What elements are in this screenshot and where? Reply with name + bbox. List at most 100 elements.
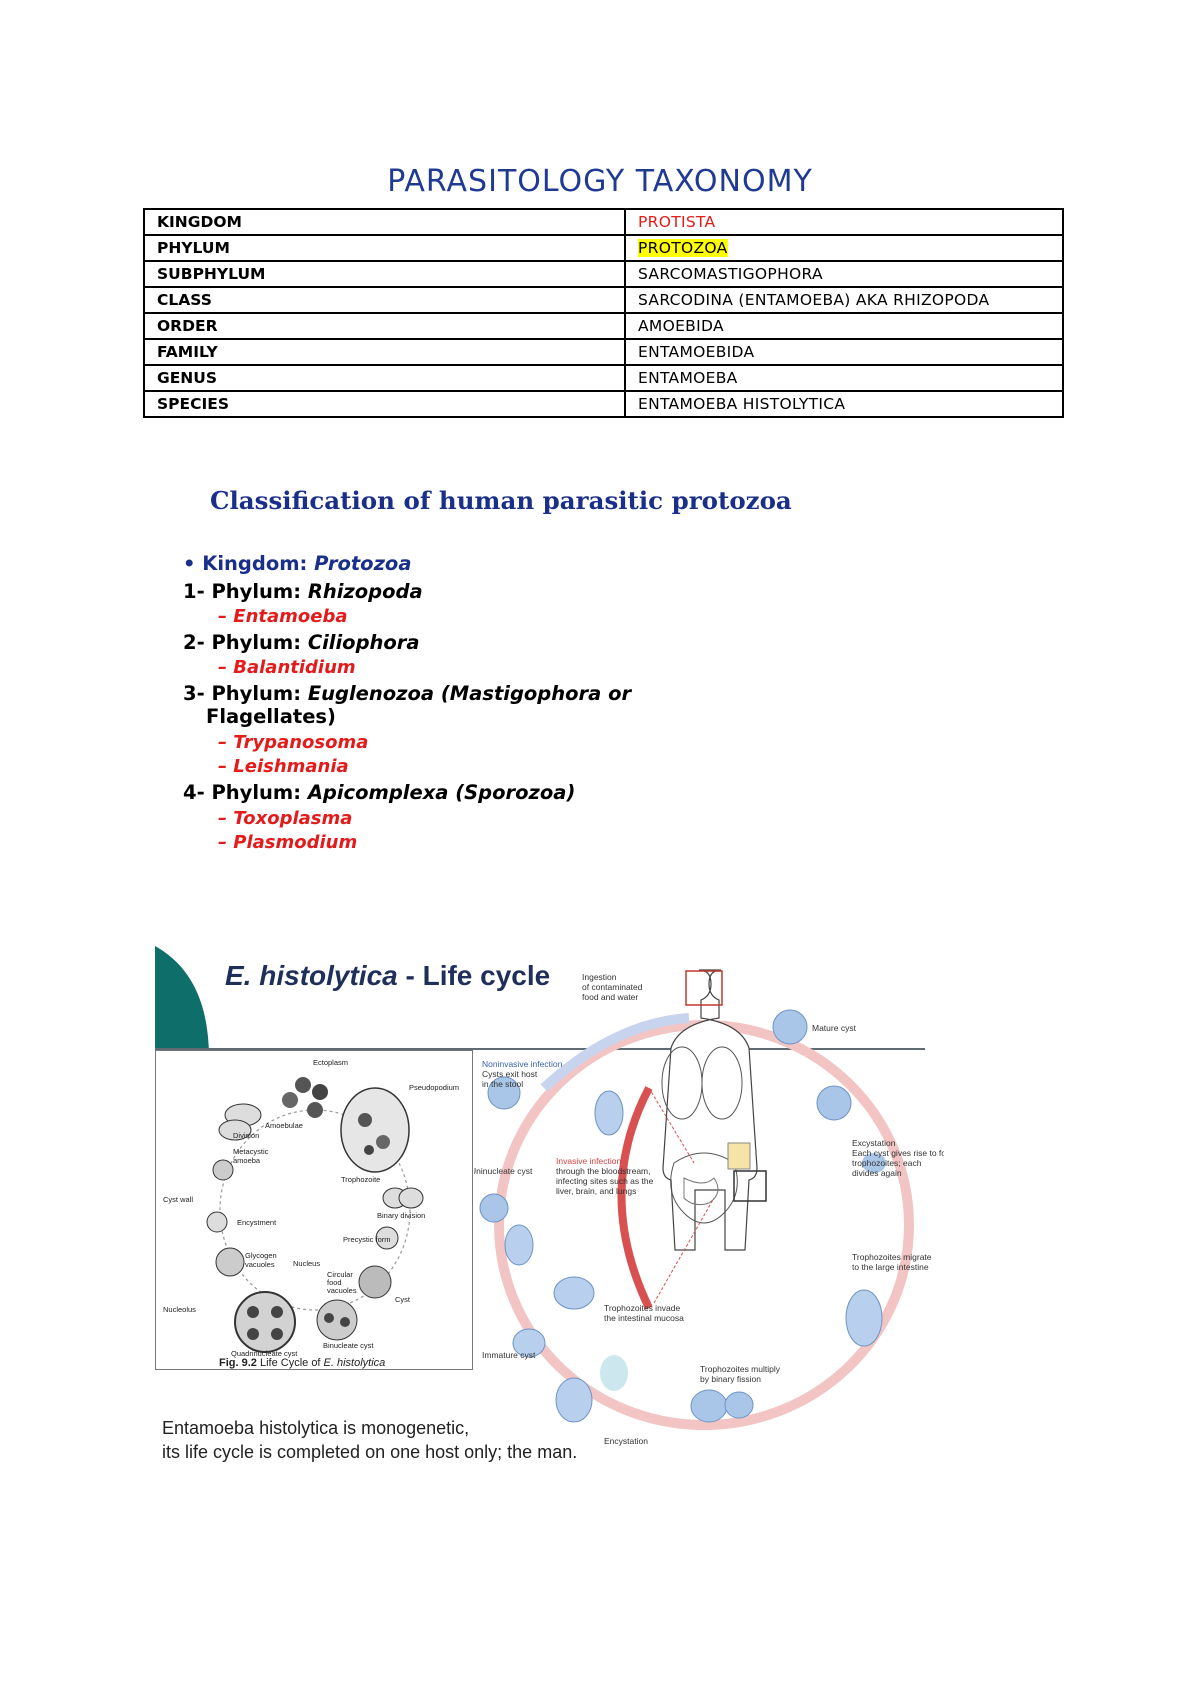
phylum-line-3: 3- Phylum: Euglenozoa (Mastigophora or xyxy=(183,682,631,706)
label-quadrinucleate-cyst: Quadrinucleate cyst xyxy=(231,1349,298,1358)
phylum-line-2: 2- Phylum: Ciliophora xyxy=(183,631,420,655)
label-trophozoite: Trophozoite xyxy=(341,1175,380,1184)
label-circular-2: food xyxy=(327,1278,342,1287)
label-trophozoites-invade-2: the intestinal mucosa xyxy=(604,1313,684,1323)
label-ectoplasm: Ectoplasm xyxy=(313,1058,348,1067)
kingdom-label: • Kingdom: xyxy=(183,552,315,575)
genus-toxoplasma: – Toxoplasma xyxy=(218,808,353,829)
value-cell: PROTOZOA xyxy=(624,234,1064,262)
genus-entamoeba: – Entamoeba xyxy=(218,606,348,627)
label-trophozoites-migrate-2: to the large intestine xyxy=(852,1262,929,1272)
lifecycle-figure-left: Ectoplasm Pseudopodium Amoebulae Divisio… xyxy=(155,1050,473,1370)
phylum-line-1: 1- Phylum: Rhizopoda xyxy=(183,580,423,604)
label-division: Division xyxy=(233,1131,259,1140)
label-circular-3: vacuoles xyxy=(327,1286,357,1295)
table-row: CLASS SARCODINA (ENTAMOEBA) AKA RHIZOPOD… xyxy=(143,286,1064,314)
table-row: SPECIES ENTAMOEBA HISTOLYTICA xyxy=(143,390,1064,418)
lifecycle-title-rest: - Life cycle xyxy=(397,960,551,991)
value-cell: PROTISTA xyxy=(624,208,1064,236)
genus-leishmania: – Leishmania xyxy=(218,756,349,777)
genus-balantidium: – Balantidium xyxy=(218,657,356,678)
label-nucleus: Nucleus xyxy=(293,1259,320,1268)
label-trophozoites-invade: Trophozoites invade xyxy=(604,1303,681,1313)
label-glycogen: Glycogen xyxy=(245,1251,277,1260)
label-pseudopodium: Pseudopodium xyxy=(409,1083,459,1092)
lifecycle-figure-right: Ingestion of contaminated food and water… xyxy=(474,969,944,1446)
value-cell: ENTAMOEBIDA xyxy=(624,338,1064,366)
slide-divider xyxy=(155,1048,925,1050)
phylum-name: Ciliophora xyxy=(307,631,420,654)
label-excystation-detail: Each cyst gives rise to four xyxy=(852,1148,944,1158)
monogenetic-note-line1: Entamoeba histolytica is monogenetic, xyxy=(162,1418,470,1438)
label-excystation: Excystation xyxy=(852,1138,896,1148)
label-encystation: Encystation xyxy=(604,1436,648,1446)
rank-cell: KINGDOM xyxy=(143,208,626,236)
table-row: ORDER AMOEBIDA xyxy=(143,312,1064,340)
phylum-name: Apicomplexa xyxy=(307,781,449,804)
phylum-name-suffix: (Sporozoa) xyxy=(448,781,576,804)
label-binucleate-cyst: Binucleate cyst xyxy=(323,1341,374,1350)
table-row: FAMILY ENTAMOEBIDA xyxy=(143,338,1064,366)
rank-cell: CLASS xyxy=(143,286,626,314)
phylum-label: 1- Phylum: xyxy=(183,580,308,603)
caption-prefix: Fig. 9.2 xyxy=(219,1357,257,1369)
rank-cell: FAMILY xyxy=(143,338,626,366)
monogenetic-note-line2: its life cycle is completed on one host … xyxy=(162,1442,578,1462)
genus-trypanosoma: – Trypanosoma xyxy=(218,732,369,753)
rank-cell: SUBPHYLUM xyxy=(143,260,626,288)
label-binary-division: Binary division xyxy=(377,1211,425,1220)
label-noninvasive: Noninvasive infection xyxy=(482,1059,563,1069)
phylum-label: 4- Phylum: xyxy=(183,781,308,804)
slide-corner-decoration xyxy=(155,946,209,1058)
phylum-name: Rhizopoda xyxy=(307,580,423,603)
label-precystic-form: Precystic form xyxy=(343,1235,391,1244)
label-ingestion-2: of contaminated xyxy=(582,982,643,992)
lifecycle-title: E. histolytica - Life cycle xyxy=(225,960,550,992)
caption-species: E. histolytica xyxy=(324,1357,386,1369)
phylum-name: Euglenozoa (Mastigophora or xyxy=(307,682,632,705)
classification-heading: Classification of human parasitic protoz… xyxy=(210,486,792,515)
label-excystation-detail-3: divides again xyxy=(852,1168,902,1178)
label-nucleolus: Nucleolus xyxy=(163,1305,196,1314)
label-encystment: Encystment xyxy=(237,1218,277,1227)
label-metacystic-2: amoeba xyxy=(233,1156,261,1165)
label-mature-cyst: Mature cyst xyxy=(812,1023,857,1033)
phylum-name-continued: Flagellates) xyxy=(206,705,336,728)
genus-plasmodium: – Plasmodium xyxy=(218,832,358,853)
value-cell: ENTAMOEBA xyxy=(624,364,1064,392)
rank-cell: GENUS xyxy=(143,364,626,392)
kingdom-value: PROTISTA xyxy=(638,213,716,231)
kingdom-line: • Kingdom: Protozoa xyxy=(183,552,412,576)
value-cell: ENTAMOEBA HISTOLYTICA xyxy=(624,390,1064,418)
label-uninucleate-cyst: Uninucleate cyst xyxy=(474,1166,533,1176)
label-amoebulae: Amoebulae xyxy=(265,1121,303,1130)
rank-cell: PHYLUM xyxy=(143,234,626,262)
value-cell: AMOEBIDA xyxy=(624,312,1064,340)
label-ingestion-3: food and water xyxy=(582,992,638,1002)
label-invasive-4: liver, brain, and lungs xyxy=(556,1186,636,1196)
phylum-label: 2- Phylum: xyxy=(183,631,308,654)
value-cell: SARCOMASTIGOPHORA xyxy=(624,260,1064,288)
table-row: GENUS ENTAMOEBA xyxy=(143,364,1064,392)
label-immature-cyst: Immature cyst xyxy=(482,1350,536,1360)
label-metacystic: Metacystic xyxy=(233,1147,269,1156)
label-glycogen-2: vacuoles xyxy=(245,1260,275,1269)
label-invasive-3: infecting sites such as the xyxy=(556,1176,654,1186)
label-trophozoites-multiply-2: by binary fission xyxy=(700,1374,761,1384)
phylum-value-highlighted: PROTOZOA xyxy=(638,239,728,257)
label-circular: Circular xyxy=(327,1270,353,1279)
document-title: PARASITOLOGY TAXONOMY xyxy=(387,164,813,199)
label-cyst-wall: Cyst wall xyxy=(163,1195,193,1204)
label-noninvasive-3: in the stool xyxy=(482,1079,523,1089)
lifecycle-title-species: E. histolytica xyxy=(225,960,398,991)
figure-caption: Fig. 9.2 Life Cycle of E. histolytica xyxy=(219,1357,385,1369)
label-excystation-detail-2: trophozoites; each xyxy=(852,1158,922,1168)
phylum-line-4: 4- Phylum: Apicomplexa (Sporozoa) xyxy=(183,781,575,805)
label-trophozoites-multiply: Trophozoites multiply xyxy=(700,1364,781,1374)
value-cell: SARCODINA (ENTAMOEBA) AKA RHIZOPODA xyxy=(624,286,1064,314)
taxonomy-table: KINGDOM PROTISTA PHYLUM PROTOZOA SUBPHYL… xyxy=(143,208,1064,418)
label-cyst: Cyst xyxy=(395,1295,411,1304)
kingdom-name: Protozoa xyxy=(314,552,412,575)
phylum-label: 3- Phylum: xyxy=(183,682,308,705)
label-invasive: Invasive infection xyxy=(556,1156,621,1166)
